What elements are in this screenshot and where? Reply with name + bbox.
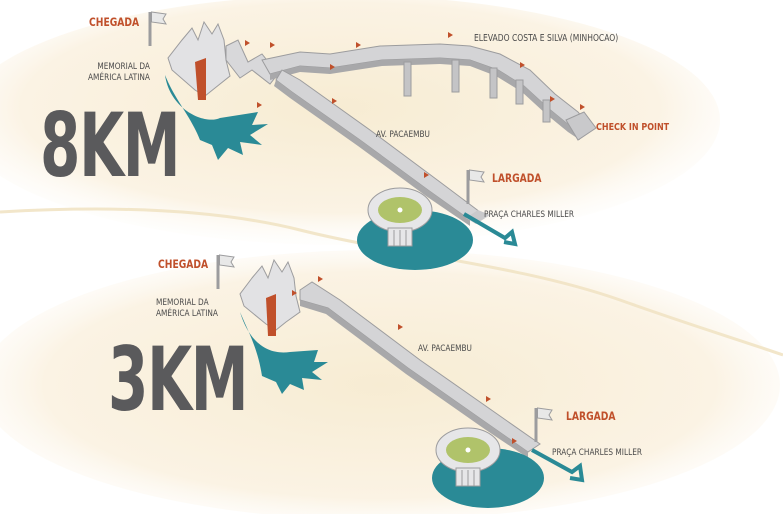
memorial-label-3km: MEMORIAL DA AMÉRICA LATINA: [156, 298, 218, 319]
halo-3km: [0, 250, 780, 514]
avenue-label-8km: AV. PACAEMBU: [376, 130, 430, 140]
checkpoint-label: CHECK IN POINT: [596, 122, 670, 133]
square-label-3km: PRAÇA CHARLES MILLER: [552, 448, 642, 458]
square-label-8km: PRAÇA CHARLES MILLER: [484, 210, 574, 220]
distance-3km: 3KM: [108, 328, 249, 431]
stadium-icon: [432, 427, 544, 508]
hand-monument-icon: [239, 258, 301, 336]
distance-8km: 8KM: [40, 94, 181, 197]
start-label-3km: LARGADA: [566, 409, 616, 423]
memorial-shadow: [240, 312, 328, 394]
route-3km: [216, 253, 585, 508]
checkin-block: [565, 111, 597, 141]
stadium-icon: [357, 187, 473, 270]
finish-label-3km: CHEGADA: [158, 257, 209, 271]
ramp: [225, 39, 279, 85]
route-8km: [148, 10, 597, 270]
avenue-label-3km: AV. PACAEMBU: [418, 344, 472, 354]
avenue-road: [299, 281, 541, 453]
start-label-8km: LARGADA: [492, 171, 542, 185]
memorial-label-8km: MEMORIAL DA AMÉRICA LATINA: [88, 62, 150, 83]
elevated-label: ELEVADO COSTA E SILVA (MINHOCÃO): [474, 33, 619, 44]
finish-label-8km: CHEGADA: [89, 15, 140, 29]
elevated-pillars: [403, 59, 551, 123]
start-path: [462, 212, 518, 247]
hand-monument-icon: [167, 20, 231, 100]
start-path: [531, 448, 585, 483]
memorial-shadow: [165, 75, 268, 160]
